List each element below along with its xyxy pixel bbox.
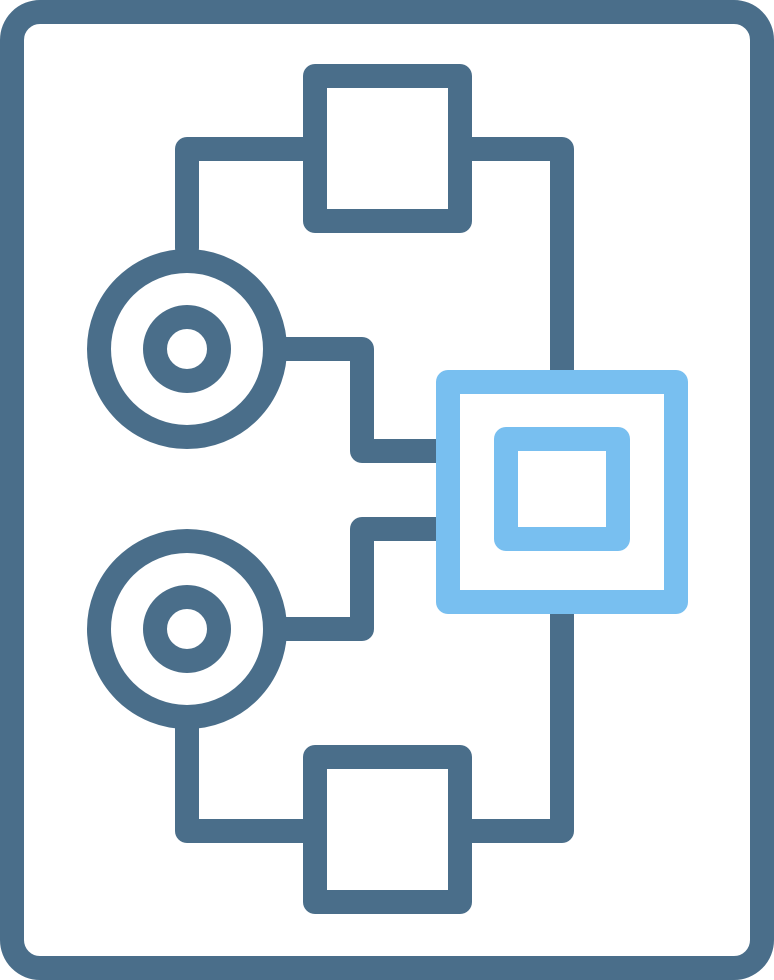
processor-chip-outer [436,370,688,614]
lower-node-core [143,585,231,673]
lower-node-ring [87,529,287,729]
top-component-square [303,64,472,233]
bottom-left-wire [175,705,327,843]
top-right-wire [448,137,574,382]
bottom-right-wire [448,598,574,843]
bottom-component-square [303,745,472,914]
upper-node-wire [263,337,460,463]
lower-node-wire [263,517,460,641]
processor-chip-inner [494,427,630,551]
top-left-wire [175,137,327,260]
upper-node-ring [87,249,287,449]
upper-node-core [143,305,231,393]
